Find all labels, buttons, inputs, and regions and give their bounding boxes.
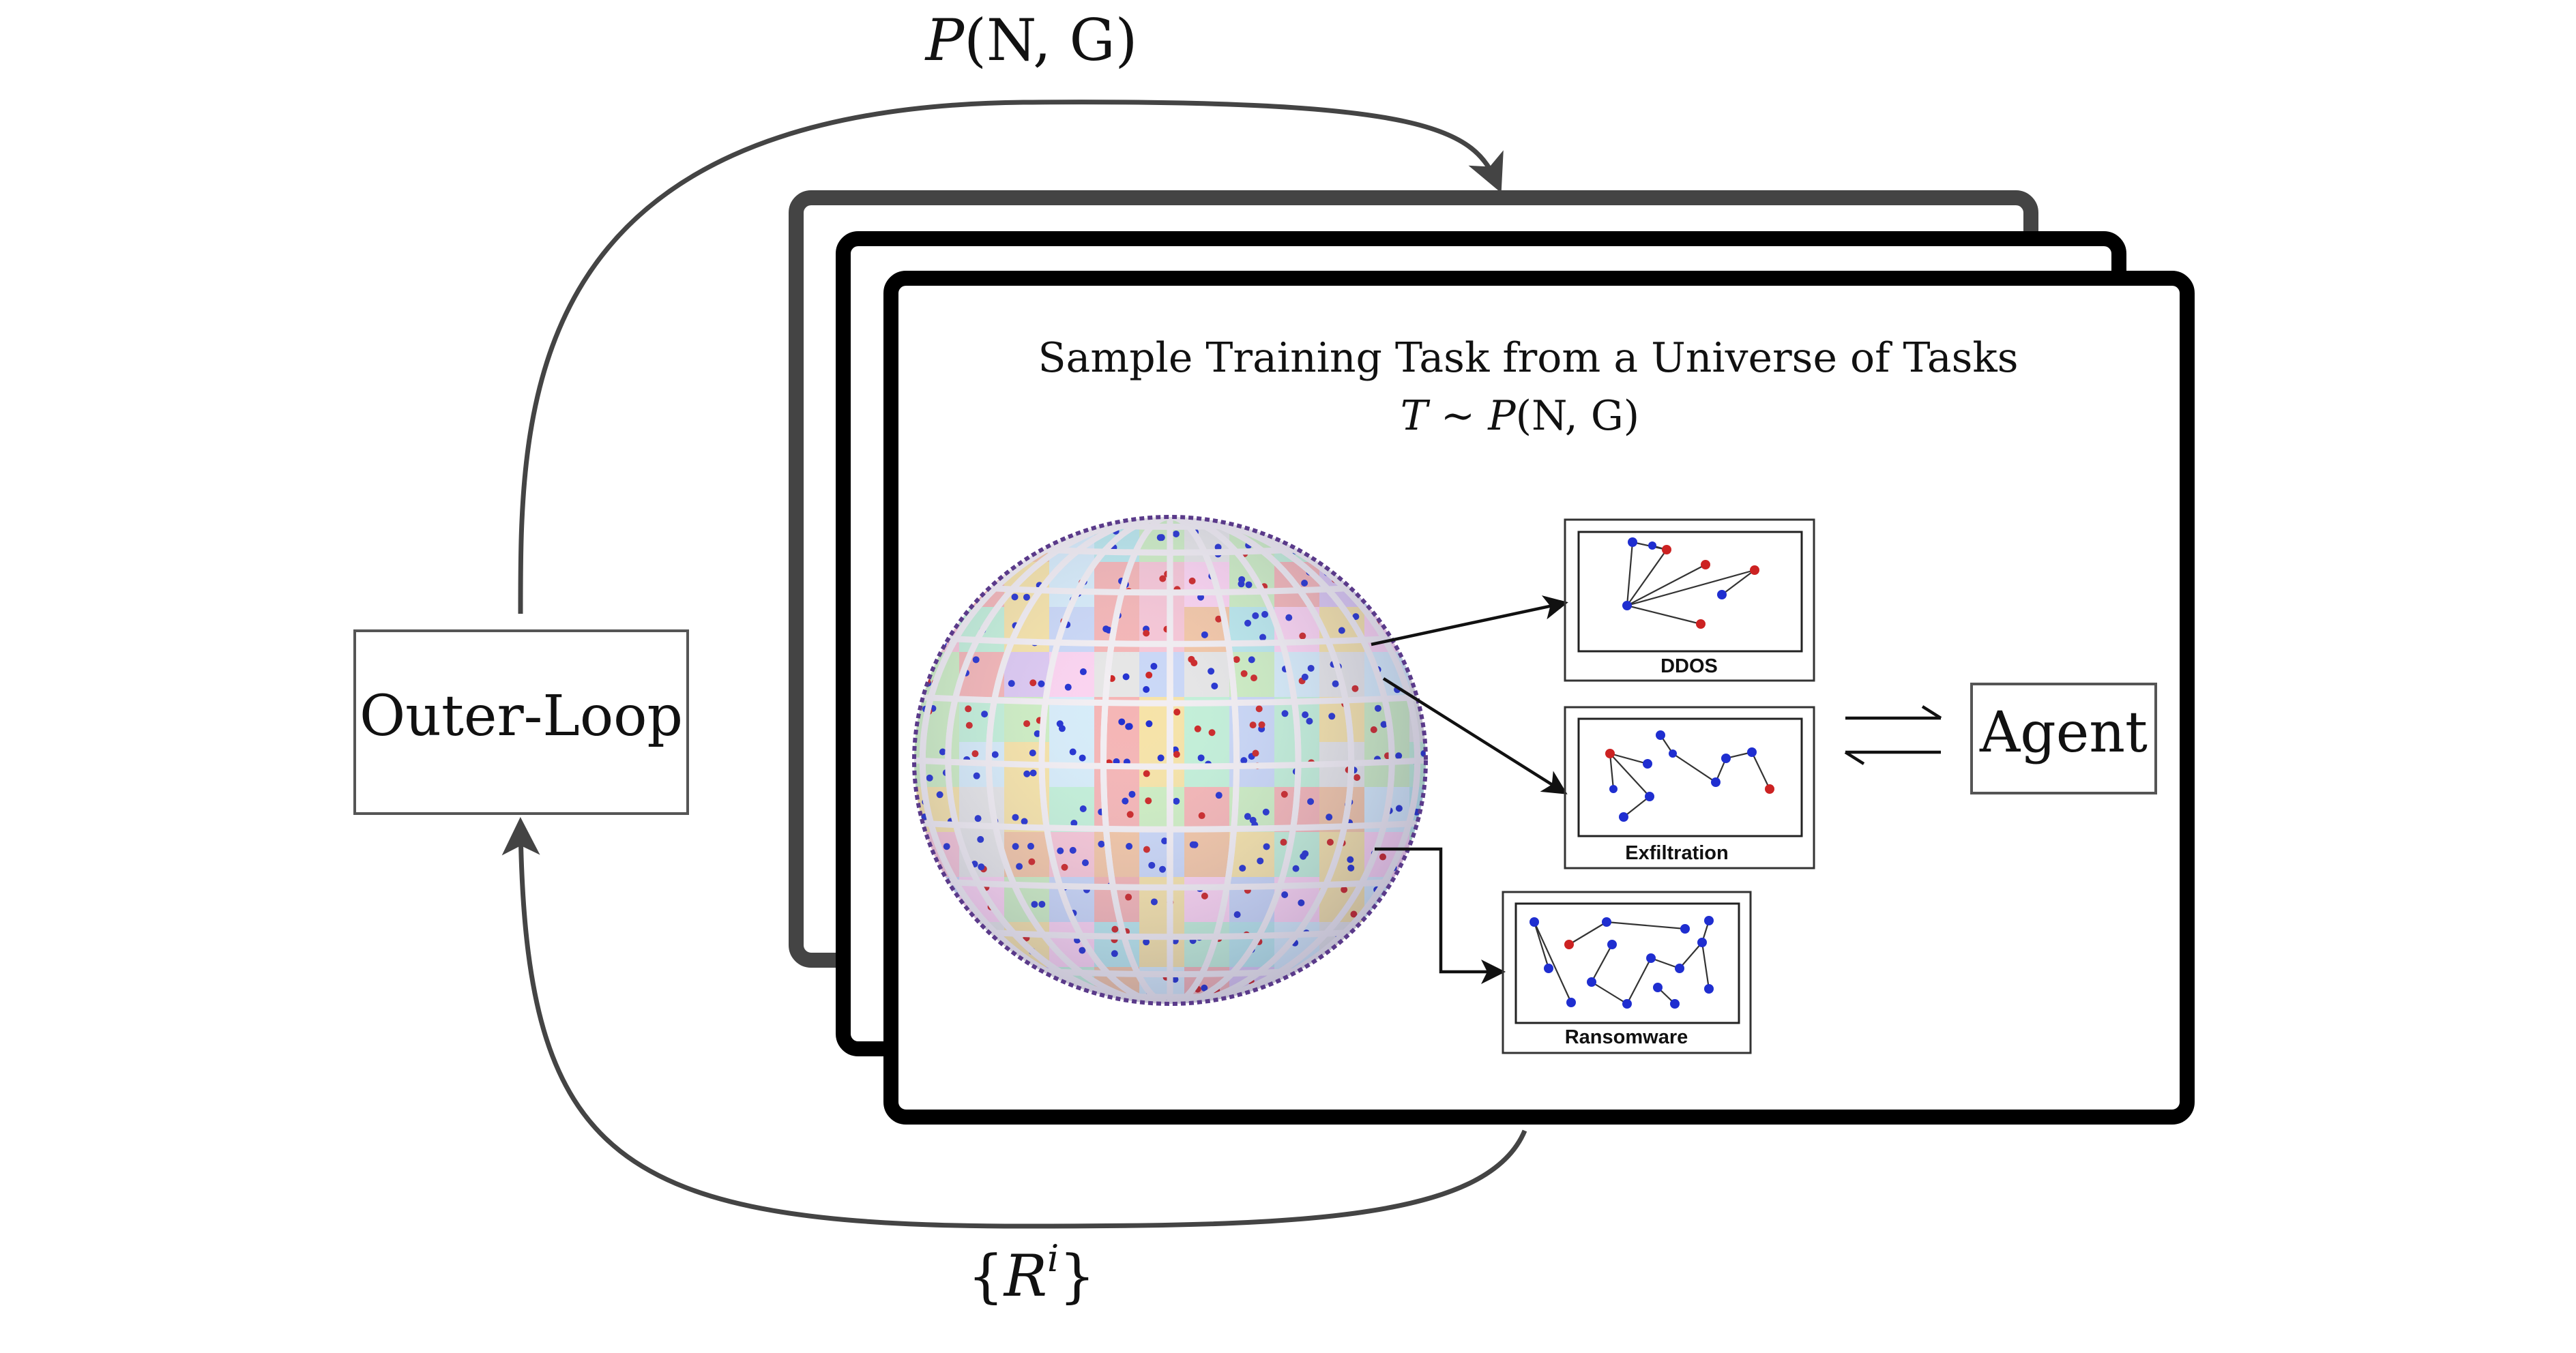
- ransomware-panel: Ransomware: [1502, 891, 1752, 1054]
- rewards-label: {Ri}: [967, 1237, 1095, 1309]
- outer-loop-top-arrow: [518, 100, 1504, 614]
- ddos-label: DDOS: [1660, 655, 1718, 677]
- arrow-to-ddos: [1371, 595, 1568, 646]
- exfiltration-network-graph: [1605, 730, 1774, 822]
- outer-loop-label: Outer-Loop: [360, 684, 683, 749]
- task-universe-globe: [912, 515, 1428, 1006]
- exfiltration-label: Exfiltration: [1625, 842, 1728, 864]
- ransomware-label: Ransomware: [1565, 1026, 1688, 1048]
- ransomware-network-graph: [1530, 916, 1714, 1009]
- exfiltration-panel-bg: [1564, 706, 1815, 869]
- exfiltration-panel: Exfiltration: [1564, 706, 1815, 869]
- agent-label: Agent: [1979, 700, 2148, 765]
- arrow-to-exfiltration: [1382, 677, 1568, 794]
- outer-loop-bottom-arrow: [501, 817, 1527, 1229]
- task-subtitle: T ∼ P(N, G): [1401, 392, 1639, 440]
- ddos-network-graph: [1622, 537, 1759, 629]
- ddos-panel: DDOS: [1564, 518, 1815, 682]
- arrow-to-ransomware: [1375, 847, 1506, 984]
- ddos-panel-bg: [1564, 518, 1815, 682]
- agent-box: [1970, 683, 2157, 794]
- ransomware-panel-bg: [1502, 891, 1752, 1054]
- outer-loop-box: [353, 629, 689, 815]
- task-title: Sample Training Task from a Universe of …: [1038, 334, 2018, 382]
- agent-exchange-arrows: [1844, 705, 1942, 765]
- task-distribution-label: P(N, G): [924, 7, 1138, 74]
